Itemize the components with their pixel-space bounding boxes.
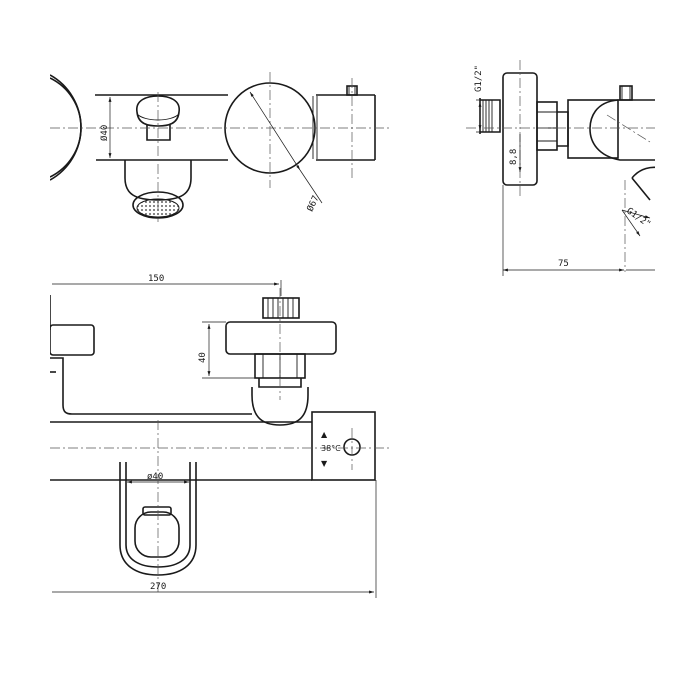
temp-arrow-up: ▲ <box>321 430 328 439</box>
temperature-mark: 38°C <box>321 444 341 453</box>
axis-side-oblique <box>606 114 651 143</box>
right-elbow <box>251 387 309 426</box>
right-inlet-thread <box>262 297 300 319</box>
side-view: G1/2" 8,8 G1/2" 75 <box>466 60 655 276</box>
dim-overall-length-label: 270 <box>150 582 166 592</box>
dim-inlet-spacing: 150 <box>52 274 282 296</box>
dim-inlet-spacing-label: 150 <box>148 274 164 284</box>
body-seam <box>312 96 318 159</box>
side-stop-pin <box>619 85 633 101</box>
left-inlet-connector <box>50 295 95 380</box>
dim-overall-length: 270 <box>52 480 377 598</box>
dim-inlet-thread-label: G1/2" <box>474 65 484 92</box>
union-nut <box>536 101 569 151</box>
side-body-round-end <box>589 99 655 161</box>
left-handle-circle-inner <box>50 77 82 178</box>
inlet-thread <box>479 98 501 134</box>
dim-outlet-thread: G1/2" <box>621 206 652 237</box>
dim-offset-label: 8,8 <box>509 149 519 165</box>
dim-outlet-diameter: ø40 <box>127 472 189 484</box>
dim-depth: 75 <box>502 185 655 276</box>
front-view: ▲ 38°C ▼ 150 40 ø40 270 <box>50 274 390 598</box>
dim-body-diameter-label: Ø40 <box>99 125 110 141</box>
side-body-pipe <box>567 99 619 159</box>
dim-inlet-height: 40 <box>198 321 255 379</box>
outlet-elbow <box>631 166 655 201</box>
left-connector-arm <box>62 380 252 415</box>
dim-knob-diameter-label: Ø67 <box>305 194 322 213</box>
temp-arrow-down: ▼ <box>321 459 328 468</box>
dim-body-diameter: Ø40 <box>96 94 118 161</box>
right-wall-flange <box>225 321 337 355</box>
dim-outlet-diameter-label: ø40 <box>147 472 163 482</box>
top-view: Ø40 Ø67 <box>50 72 390 222</box>
dim-offset: 8,8 <box>509 134 522 172</box>
dim-inlet-thread: G1/2" <box>474 65 492 133</box>
dim-depth-label: 75 <box>558 259 569 269</box>
dim-outlet-thread-label: G1/2" <box>624 206 652 230</box>
front-diverter-knob <box>134 506 180 558</box>
left-handle-circle <box>50 74 82 181</box>
dim-inlet-height-label: 40 <box>198 352 208 363</box>
